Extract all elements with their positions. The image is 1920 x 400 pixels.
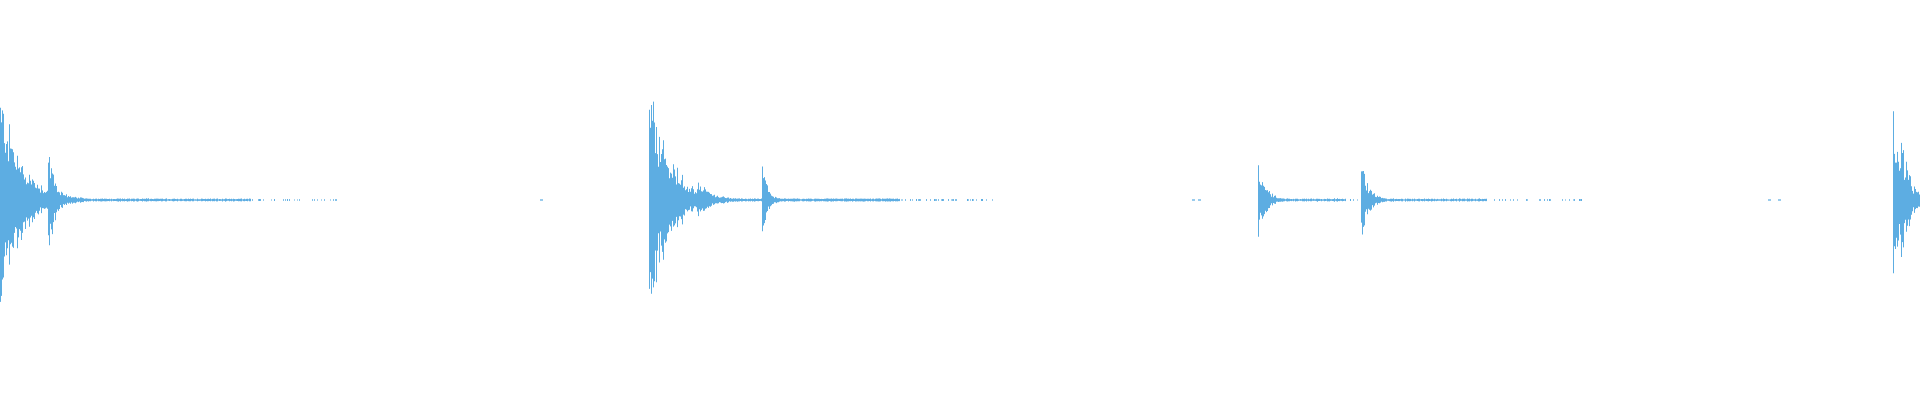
waveform-path: [0, 101, 1920, 302]
waveform-peaks: [0, 101, 1920, 302]
